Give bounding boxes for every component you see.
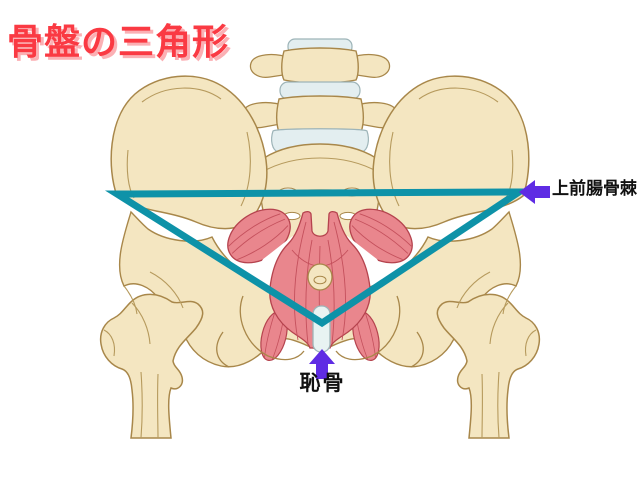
- transverse-process: [249, 53, 291, 78]
- asis-label: 上前腸骨棘: [552, 179, 637, 199]
- up-arrow-icon: [309, 349, 335, 379]
- left-arrow-icon: [519, 180, 550, 204]
- transverse-process: [349, 53, 391, 78]
- central-opening: [307, 263, 333, 291]
- pubic-symphysis: [312, 305, 331, 353]
- vertebra: [281, 47, 359, 84]
- pelvic-triangle-overlay: [104, 188, 531, 328]
- coccyx-tip: [313, 275, 327, 285]
- pubis-label: 恥骨: [299, 371, 346, 395]
- page-title: 骨盤の三角形: [7, 22, 230, 63]
- levator-ani-muscle: [269, 210, 371, 349]
